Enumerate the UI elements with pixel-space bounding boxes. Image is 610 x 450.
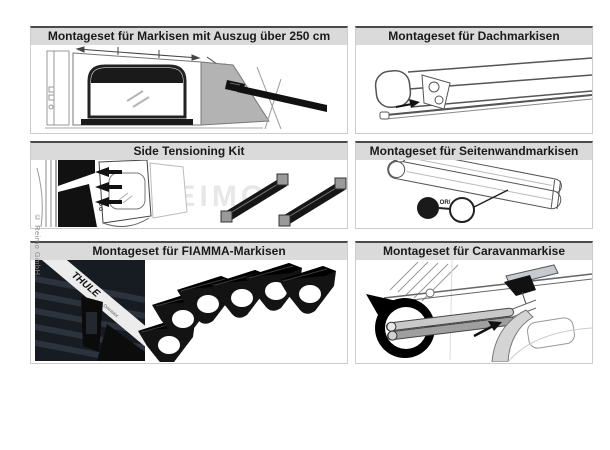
fiamma-brackets-illustration: THULE Omnistor bbox=[35, 260, 337, 362]
panel-title-caravanmarkise: Montageset für Caravanmarkise bbox=[356, 243, 592, 260]
panel-dachmarkisen: Montageset für Dachmarkisen bbox=[355, 26, 593, 134]
rafter-strap bbox=[225, 80, 327, 112]
wall-hatching bbox=[389, 261, 459, 302]
caravan-profile bbox=[491, 309, 592, 362]
rolled-awning-tubes bbox=[387, 160, 562, 210]
white-adapter-circle bbox=[449, 197, 475, 223]
panel-title-markisen-auszug: Montageset für Markisen mit Auszug über … bbox=[31, 28, 347, 45]
panel-title-dachmarkisen: Montageset für Dachmarkisen bbox=[356, 28, 592, 45]
tension-rail-right bbox=[278, 177, 347, 227]
panel-markisen-auszug: Montageset für Markisen mit Auszug über … bbox=[30, 26, 348, 134]
tension-arrow-icons bbox=[95, 167, 122, 207]
bracket-product-photo: THULE Omnistor bbox=[35, 260, 145, 361]
awning-extension-illustration bbox=[45, 46, 327, 130]
insert-arrow-icon bbox=[473, 321, 502, 338]
rail-clamp bbox=[504, 275, 536, 305]
awning-rail-lines bbox=[383, 273, 592, 304]
adapter-option-circles: OR/ bbox=[417, 197, 475, 223]
panel-side-tensioning-kit: Side Tensioning Kit REIMO bbox=[30, 141, 348, 229]
tension-rail-left bbox=[220, 173, 289, 223]
van-rear-outline bbox=[46, 50, 70, 126]
mounting-rod bbox=[379, 94, 592, 120]
vehicle-side bbox=[36, 160, 97, 227]
copyright-watermark: © Reimo GmbH bbox=[33, 213, 42, 276]
roof-awning-illustration bbox=[374, 57, 592, 120]
black-adapter-circle bbox=[417, 197, 439, 219]
caravan-awning-illustration bbox=[366, 260, 592, 362]
awning-cassette bbox=[374, 57, 592, 109]
panel-seitenwandmarkisen: Montageset für Seitenwandmarkisen bbox=[355, 141, 593, 229]
slide-arrow-icon bbox=[395, 99, 420, 108]
side-tensioning-illustration: REIMO bbox=[36, 160, 347, 227]
panel-title-seitenwandmarkisen: Montageset für Seitenwandmarkisen bbox=[356, 143, 592, 160]
sidewall-awning-illustration: OR/ bbox=[387, 160, 562, 223]
panel-caravanmarkise: Montageset für Caravanmarkise bbox=[355, 241, 593, 364]
panel-fiamma-markisen: Montageset für FIAMMA-Markisen bbox=[30, 241, 348, 364]
or-label: OR/ bbox=[440, 200, 451, 206]
panel-title-fiamma-markisen: Montageset für FIAMMA-Markisen bbox=[31, 243, 347, 260]
bracket-set bbox=[137, 262, 337, 362]
panel-title-side-tensioning-kit: Side Tensioning Kit bbox=[31, 143, 347, 160]
awning-side-wedge bbox=[200, 61, 270, 126]
